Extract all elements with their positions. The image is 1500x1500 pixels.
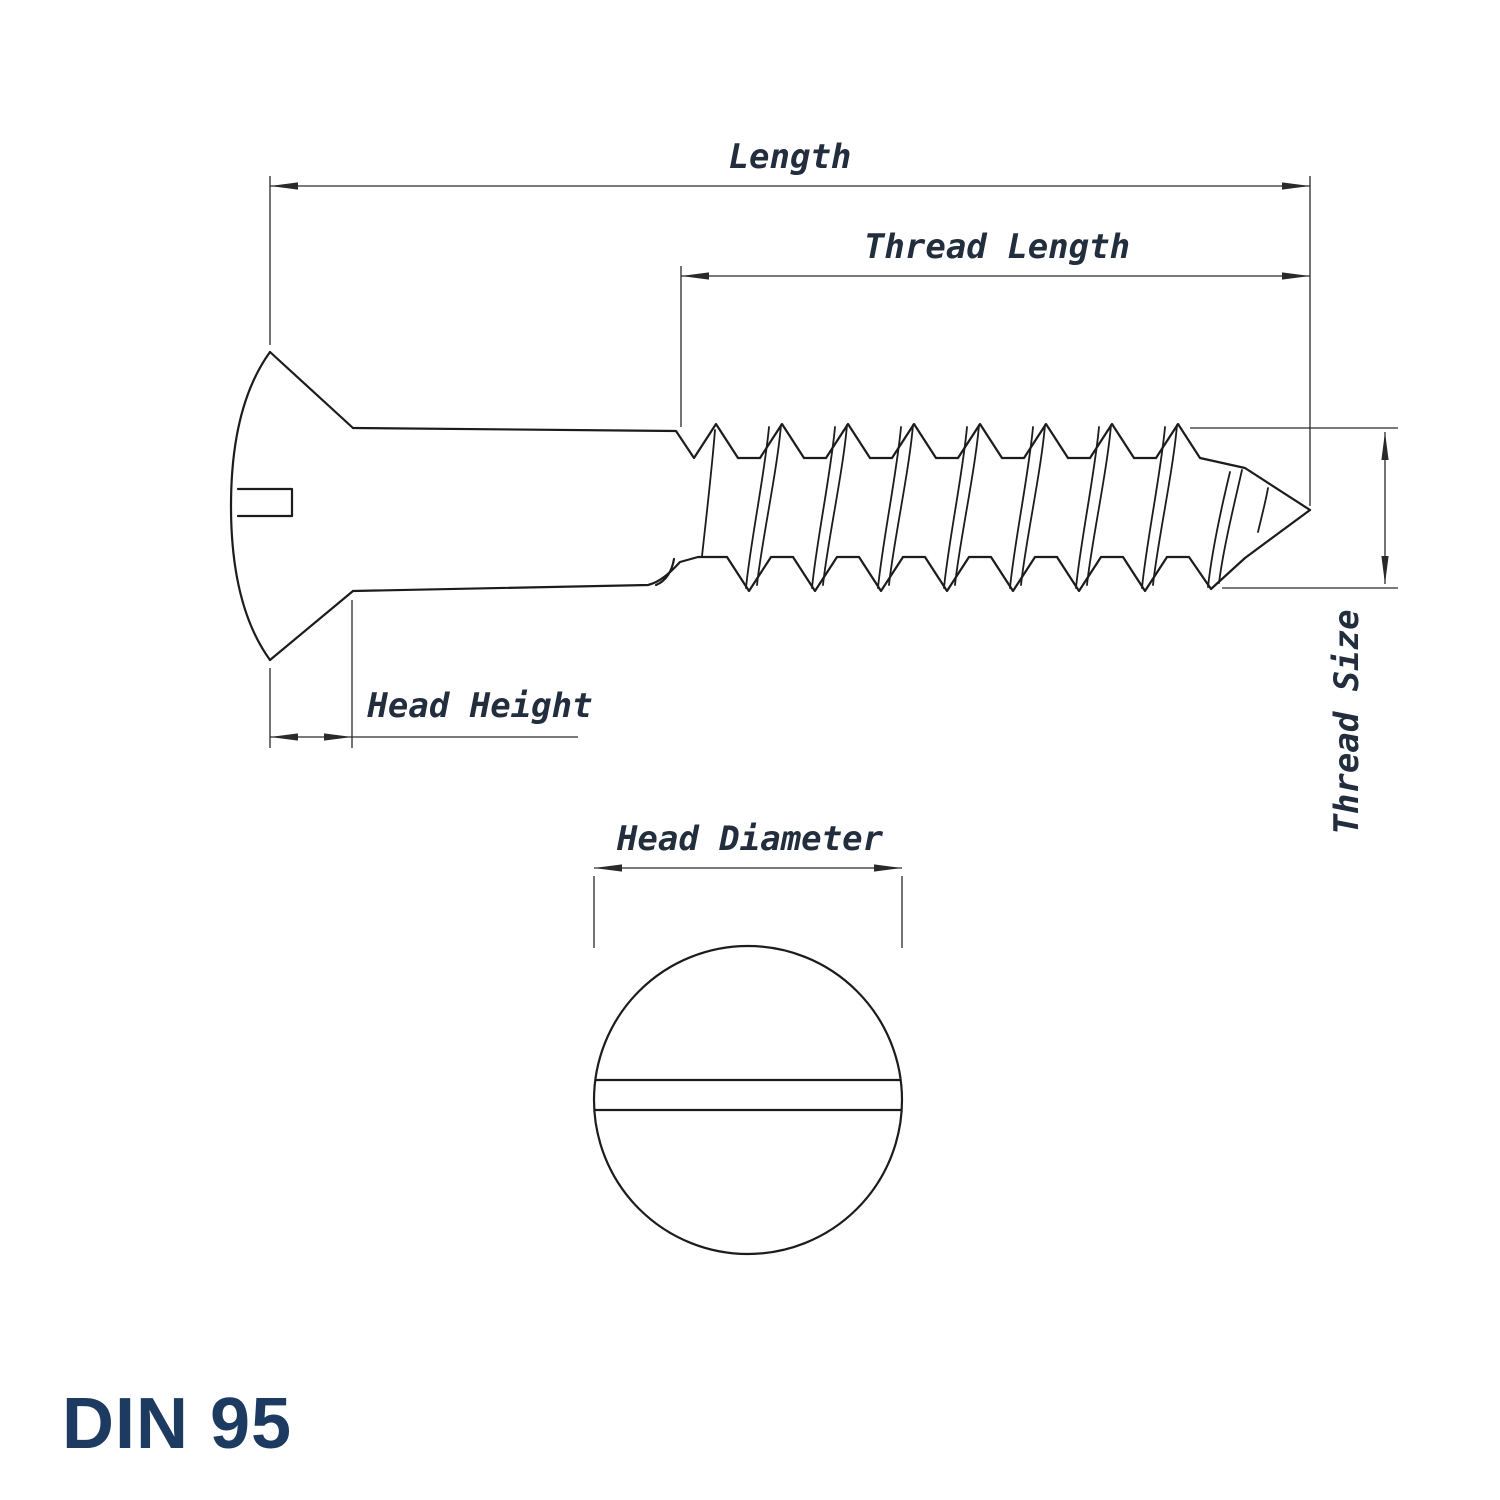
standard-title: DIN 95 [62, 1384, 292, 1464]
head-diameter-label: Head Diameter [616, 819, 884, 859]
length-label: Length [729, 137, 852, 177]
head-dome-outline [229, 350, 272, 662]
thread-profile-top [351, 422, 1312, 512]
thread-runout-mark [654, 557, 676, 587]
head-height-label: Head Height [366, 686, 592, 726]
labels: Length Thread Length Thread Size Head He… [62, 137, 1367, 1464]
dimension-annotations [269, 176, 1398, 948]
thread-length-label: Thread Length [864, 227, 1130, 267]
head-slot [236, 487, 294, 518]
head-cone-top-edge [268, 350, 355, 430]
head-circle [592, 944, 904, 1256]
thread-profile-bottom [351, 508, 1312, 593]
screw-bottom-view [592, 944, 904, 1256]
thread-size-label: Thread Size [1327, 609, 1367, 834]
head-cone-bottom-edge [268, 589, 355, 662]
thread-helix-lines [701, 424, 1269, 589]
screw-side-view [229, 350, 1312, 662]
